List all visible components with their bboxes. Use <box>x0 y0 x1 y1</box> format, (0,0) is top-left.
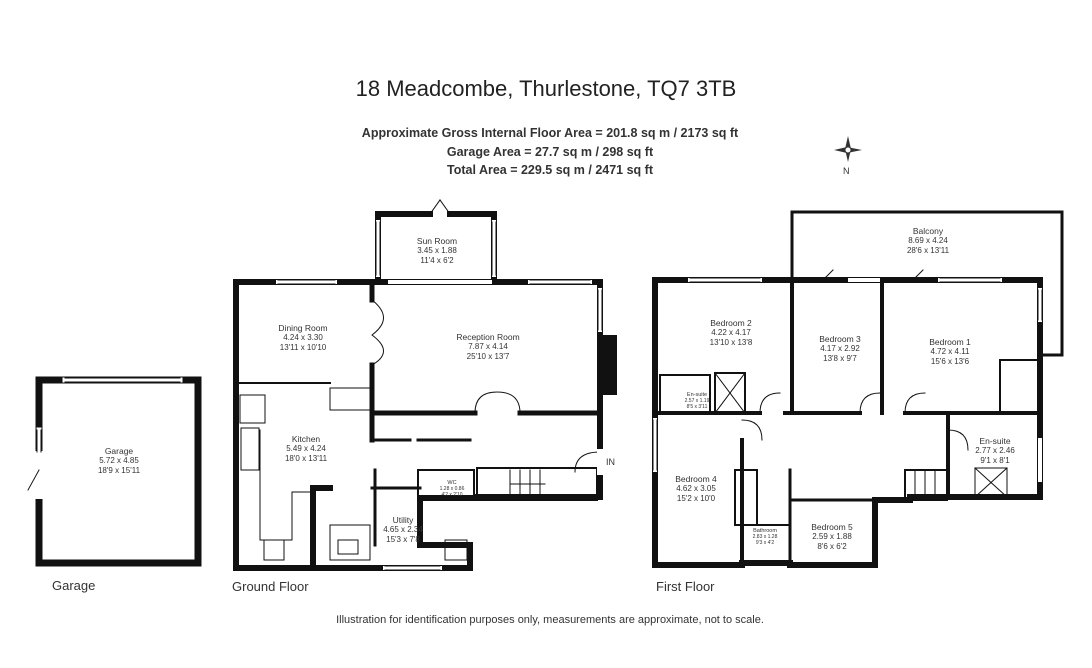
room-bedroom-2: Bedroom 2 4.22 x 4.17 13'10 x 13'8 <box>710 318 753 348</box>
room-imperial: 25'10 x 13'7 <box>466 352 510 361</box>
room-reception-room: Reception Room 7.87 x 4.14 25'10 x 13'7 <box>456 332 519 362</box>
room-imperial: 9'3 x 4'2 <box>755 540 775 546</box>
room-imperial: 15'6 x 13'6 <box>930 357 970 366</box>
room-metric: 4.62 x 3.05 <box>676 484 716 493</box>
room-name: Reception Room <box>456 332 520 342</box>
room-name: WC <box>447 480 457 486</box>
room-name: Bedroom 5 <box>811 522 853 532</box>
room-name: Dining Room <box>278 323 328 333</box>
floor-caption-garage: Garage <box>52 578 96 593</box>
room-metric: 4.24 x 3.30 <box>283 333 323 342</box>
room-metric: 5.49 x 4.24 <box>286 444 326 453</box>
room-metric: 5.72 x 4.85 <box>99 456 139 465</box>
room-name: Bedroom 4 <box>675 474 717 484</box>
room-imperial: 4'2 x 2'10 <box>441 492 463 498</box>
room-imperial: 13'11 x 10'10 <box>279 343 327 352</box>
room-metric: 4.65 x 2.34 <box>383 525 423 534</box>
room-name: Bedroom 2 <box>710 318 752 328</box>
total-area: Total Area = 229.5 sq m / 2471 sq ft <box>447 163 653 177</box>
room-bedroom-3: Bedroom 3 4.17 x 2.92 13'8 x 9'7 <box>819 334 861 364</box>
compass-north-label: N <box>843 166 850 176</box>
room-imperial: 28'6 x 13'11 <box>906 246 950 255</box>
room-name: Balcony <box>912 226 944 236</box>
first-floor-walls <box>652 210 1064 568</box>
room-sun-room: Sun Room 3.45 x 1.88 11'4 x 6'2 <box>417 236 457 266</box>
room-name: Utility <box>392 515 414 525</box>
room-kitchen: Kitchen 5.49 x 4.24 18'0 x 13'11 <box>285 434 327 464</box>
room-imperial: 9'1 x 8'1 <box>980 456 1010 465</box>
room-name: Bedroom 3 <box>819 334 861 344</box>
room-bedroom-5: Bedroom 5 2.59 x 1.88 8'6 x 6'2 <box>811 522 853 552</box>
room-bathroom: Bathroom 2.83 x 1.28 9'3 x 4'2 <box>753 528 778 546</box>
room-imperial: 13'8 x 9'7 <box>823 354 857 363</box>
garage-walls <box>27 376 202 567</box>
room-metric: 4.22 x 4.17 <box>711 328 751 337</box>
room-metric: 3.45 x 1.88 <box>417 246 457 255</box>
room-name: Kitchen <box>291 434 321 444</box>
room-metric: 7.87 x 4.14 <box>468 342 508 351</box>
room-garage: Garage 5.72 x 4.85 18'9 x 15'11 <box>98 446 140 476</box>
room-utility: Utility 4.65 x 2.34 15'3 x 7'8 <box>383 515 423 545</box>
room-imperial: 8'6 x 6'2 <box>817 542 847 551</box>
room-metric: 2.77 x 2.46 <box>975 446 1015 455</box>
room-en-suite: En-suite 2.77 x 2.46 9'1 x 8'1 <box>975 436 1015 466</box>
room-imperial: 8'5 x 3'11 <box>686 404 708 410</box>
room-name: Garage <box>104 446 134 456</box>
floor-caption-first: First Floor <box>656 579 715 594</box>
room-imperial: 15'2 x 10'0 <box>676 494 716 503</box>
entrance-label: IN <box>606 457 615 467</box>
room-imperial: 13'10 x 13'8 <box>709 338 753 347</box>
room-metric: 8.69 x 4.24 <box>908 236 948 245</box>
gross-area: Approximate Gross Internal Floor Area = … <box>361 126 739 140</box>
room-dining-room: Dining Room 4.24 x 3.30 13'11 x 10'10 <box>278 323 327 353</box>
disclaimer: Illustration for identification purposes… <box>336 614 764 626</box>
room-metric: 2.59 x 1.88 <box>812 532 852 541</box>
room-metric: 4.17 x 2.92 <box>820 344 860 353</box>
room-metric: 1.28 x 0.86 <box>439 486 465 492</box>
room-metric: 2.57 x 1.19 <box>684 398 710 404</box>
room-metric: 2.83 x 1.28 <box>752 534 778 540</box>
room-imperial: 18'0 x 13'11 <box>284 454 328 463</box>
room-balcony: Balcony 8.69 x 4.24 28'6 x 13'11 <box>907 226 949 256</box>
room-name: Sun Room <box>416 236 458 246</box>
ground-floor-walls <box>233 199 617 571</box>
room-imperial: 18'9 x 15'11 <box>97 466 141 475</box>
room-name: En-suite <box>686 392 708 398</box>
room-name: Bathroom <box>753 528 777 534</box>
room-wc: WC 1.28 x 0.86 4'2 x 2'10 <box>440 480 465 498</box>
room-imperial: 15'3 x 7'8 <box>386 535 420 544</box>
floor-caption-ground: Ground Floor <box>232 579 309 594</box>
room-bedroom-4: Bedroom 4 4.62 x 3.05 15'2 x 10'0 <box>675 474 717 504</box>
page-title: 18 Meadcombe, Thurlestone, TQ7 3TB <box>355 76 737 101</box>
room-name: Bedroom 1 <box>929 337 971 347</box>
room-imperial: 11'4 x 6'2 <box>420 256 454 265</box>
room-bedroom-1: Bedroom 1 4.72 x 4.11 15'6 x 13'6 <box>929 337 971 367</box>
room-metric: 4.72 x 4.11 <box>930 347 970 356</box>
compass-icon <box>834 136 862 162</box>
room-en-suite-small: En-suite 2.57 x 1.19 8'5 x 3'11 <box>685 392 710 410</box>
room-name: En-suite <box>979 436 1011 446</box>
garage-area: Garage Area = 27.7 sq m / 298 sq ft <box>446 145 654 159</box>
